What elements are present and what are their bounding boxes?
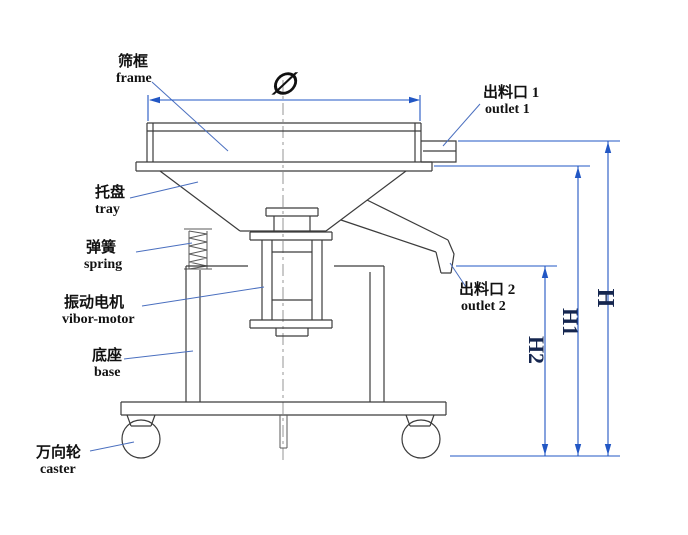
spring-label-en: spring	[84, 257, 122, 272]
diameter-dimension-line	[147, 95, 421, 121]
sieve-frame	[146, 122, 422, 162]
h2-arrow-bottom	[541, 444, 549, 455]
outlet2-leader	[449, 262, 467, 288]
machine-outline	[120, 122, 457, 459]
center-stem	[279, 415, 288, 449]
spring-label-cn: 弹簧	[86, 238, 116, 256]
dimension-lines	[147, 95, 620, 457]
h2-arrow-top	[541, 267, 549, 278]
frame-label-cn: 筛框	[118, 52, 148, 70]
diameter-arrow-left	[149, 96, 160, 104]
outlet1-label-en: outlet 1	[485, 102, 530, 117]
h-arrow-bottom	[604, 444, 612, 455]
outlet1-leader	[442, 103, 481, 147]
tray-cone	[159, 170, 407, 232]
h1-arrow-top	[574, 167, 582, 178]
diameter-symbol: ∅	[270, 68, 299, 101]
tray-label-cn: 托盘	[95, 183, 125, 201]
bottom-plate	[120, 401, 447, 416]
outlet1-label-cn: 出料口 1	[483, 83, 539, 101]
outlet2-chute	[340, 199, 455, 274]
h-arrow-top	[604, 142, 612, 153]
frame-label-en: frame	[116, 71, 152, 86]
base-leader	[123, 350, 194, 360]
caster-label-cn: 万向轮	[35, 443, 81, 461]
labels: ∅ 筛框 frame 托盘 tray 弹簧 spring 振动电机 vibor-…	[35, 52, 618, 477]
vibration-motor	[249, 207, 333, 337]
motor-leader	[141, 286, 265, 307]
tray-leader	[129, 181, 199, 199]
h-dimension-label: H	[592, 289, 618, 308]
motor-label-en: vibor-motor	[62, 312, 135, 327]
caster-leader	[89, 441, 135, 452]
left-caster-bracket	[126, 414, 156, 427]
base-cylinder	[185, 265, 385, 402]
frame-leader	[151, 81, 229, 152]
base-label-en: base	[94, 365, 120, 380]
h2-dimension-label: H2	[524, 336, 549, 364]
right-caster-wheel	[401, 419, 441, 459]
leader-lines	[89, 81, 481, 452]
outlet1-spout	[421, 140, 457, 163]
diameter-arrow-right	[409, 96, 420, 104]
spring-coil	[184, 228, 212, 270]
tray-label-en: tray	[95, 202, 120, 217]
frame-bottom-flange	[135, 161, 433, 172]
spring-leader	[135, 242, 193, 253]
outlet2-label-cn: 出料口 2	[459, 280, 515, 298]
caster-label-en: caster	[40, 462, 76, 477]
h1-dimension-label: H1	[558, 308, 583, 336]
h1-arrow-bottom	[574, 444, 582, 455]
base-label-cn: 底座	[92, 346, 122, 364]
left-caster-wheel	[121, 419, 161, 459]
motor-label-cn: 振动电机	[64, 293, 124, 311]
outlet2-label-en: outlet 2	[461, 299, 506, 314]
